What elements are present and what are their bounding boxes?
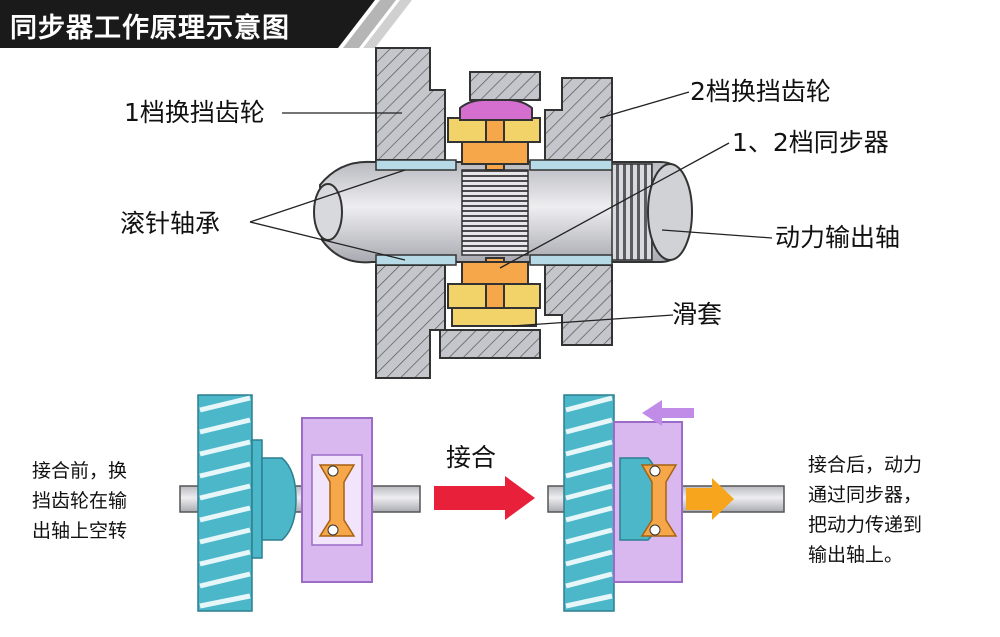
diagram-title: 同步器工作原理示意图 — [10, 13, 290, 44]
label-sleeve: 滑套 — [672, 300, 723, 329]
needle-bearing-left — [375, 159, 457, 171]
after-description: 接合后，动力 通过同步器， 把动力传递到 输出轴上。 — [808, 450, 922, 570]
synchronizer-top — [447, 99, 541, 171]
after-line: 输出轴上。 — [808, 544, 904, 566]
leader-lines — [249, 91, 773, 327]
label-needle-bearing: 滚针轴承 — [120, 209, 221, 238]
synchronizer-bottom — [447, 257, 541, 327]
before-line: 挡齿轮在输 — [32, 490, 128, 512]
sleeve-motion-arrow — [642, 400, 694, 426]
power-arrow — [686, 478, 734, 520]
synchro-ring-after — [640, 464, 678, 537]
after-line: 把动力传递到 — [808, 514, 923, 536]
cross-section — [313, 47, 693, 379]
before-line: 出轴上空转 — [32, 520, 128, 542]
sleeve-bottom — [451, 307, 537, 327]
synchro-ring-before — [318, 464, 356, 537]
engage-arrow — [434, 476, 535, 520]
gear2-body — [544, 77, 613, 161]
after-line: 接合后，动力 — [808, 454, 923, 476]
gear1-body — [375, 47, 446, 161]
after-engagement — [547, 394, 785, 612]
label-output-shaft: 动力输出轴 — [775, 223, 901, 252]
label-synchronizer: 1、2档同步器 — [732, 128, 889, 157]
needle-bearing-right — [529, 159, 613, 171]
label-gear1: 1档换挡齿轮 — [124, 98, 265, 127]
label-engage: 接合 — [446, 443, 497, 472]
label-gear2: 2档换挡齿轮 — [690, 77, 831, 106]
after-line: 通过同步器， — [808, 484, 923, 506]
before-engagement — [179, 394, 421, 612]
title-banner — [0, 0, 412, 48]
before-description: 接合前，换 挡齿轮在输 出轴上空转 — [32, 456, 127, 546]
before-line: 接合前，换 — [32, 460, 128, 482]
sleeve-top — [459, 99, 533, 121]
